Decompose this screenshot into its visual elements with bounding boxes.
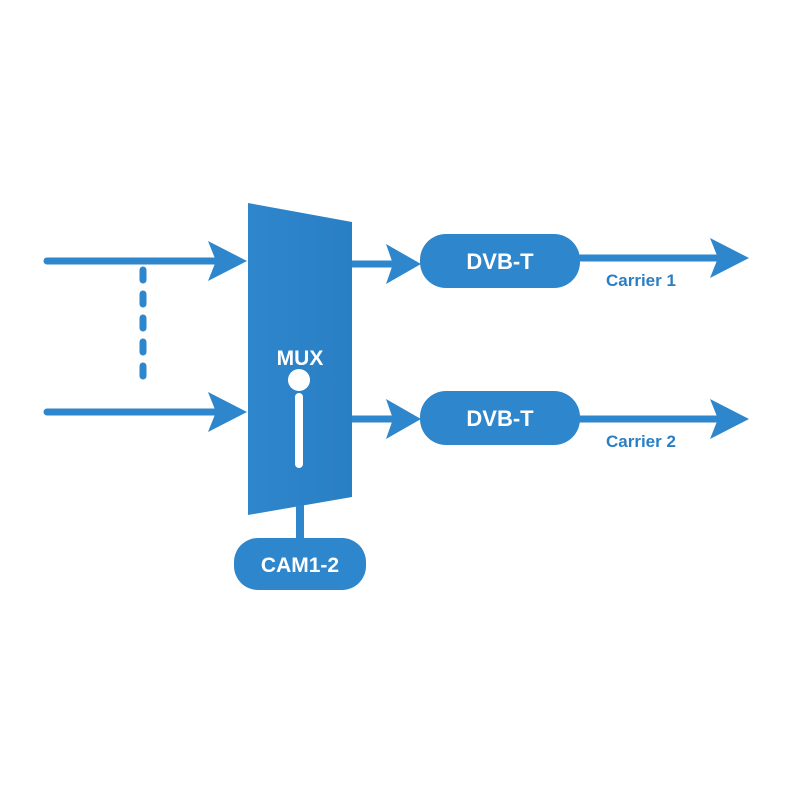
output-arrow-1 [578,238,749,278]
modulator-label-2: DVB-T [466,406,534,431]
mux-indicator-icon [288,369,310,468]
output-arrow-2 [578,399,749,439]
modulator-label-1: DVB-T [466,249,534,274]
mux-label: MUX [277,347,324,370]
cam-box [234,538,366,590]
carrier-label-2: Carrier 2 [606,432,676,451]
cam-label: CAM1-2 [261,554,339,577]
mux-to-modulator-arrow-2 [352,399,421,439]
carrier-label-1: Carrier 1 [606,271,676,290]
input-arrow-2 [43,392,247,432]
input-arrow-1 [43,241,247,281]
mux-block [248,203,352,515]
modulator-box-2 [420,391,580,445]
mux-to-modulator-arrow-1 [352,244,421,284]
modulator-box-1 [420,234,580,288]
